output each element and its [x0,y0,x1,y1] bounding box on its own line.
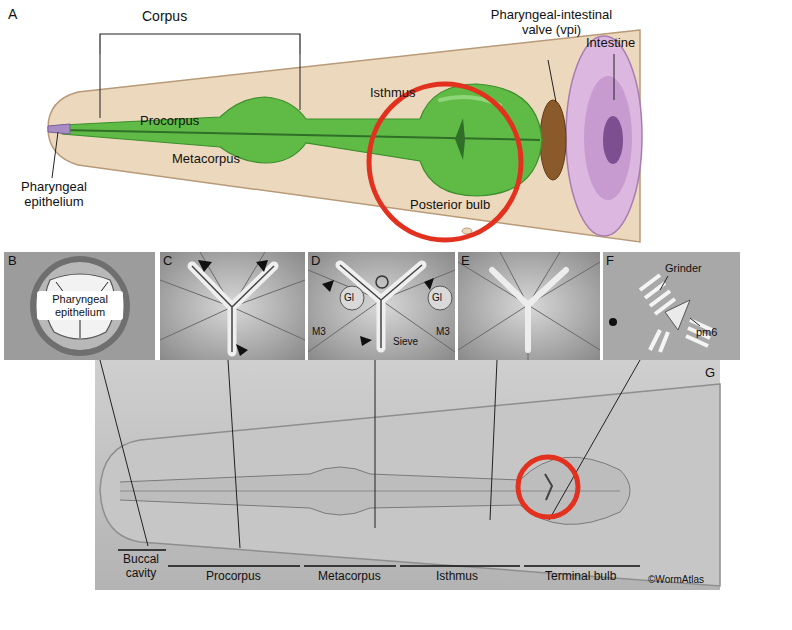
lumen-edge [192,266,274,352]
panel-letter: B [8,254,17,269]
micrograph-frame [4,252,155,360]
lumen [492,270,566,350]
radial-texture [458,252,600,360]
grinder-plates [640,275,712,352]
part-label: Corpus [142,8,187,24]
leader-line [100,54,101,118]
dic-micrograph [95,360,720,590]
part-label: Pharyngeal-intestinal valve (vpi) [484,8,619,38]
section-label: Isthmus [436,570,478,584]
worm-illustration [48,30,642,242]
leader-line [614,54,615,100]
part-label: Metacorpus [172,152,240,167]
lumen [340,265,422,348]
micrograph-b [4,252,155,360]
worm-body [48,30,640,242]
intestine-lumen [603,116,623,164]
copyright-label: ©WormAtlas [648,574,704,586]
micrograph-e [458,252,600,360]
lumen [120,491,620,492]
part-label: Gl [432,292,442,304]
part-label: Gl [344,292,354,304]
micrograph-frame [458,252,600,360]
part-label: Intestine [586,36,635,51]
valve [540,100,566,180]
section-label: Terminal bulb [545,570,616,584]
micrograph-frame [603,252,740,360]
micrograph-f [603,252,740,360]
nucleus [376,276,388,288]
leader-line [660,276,700,326]
grinder [545,474,552,500]
leader-line [52,132,58,178]
lumen [192,266,274,352]
panel-letter: F [606,254,614,269]
buccal-cavity [48,124,70,134]
part-label: M3 [312,326,326,338]
part-label: Isthmus [370,86,416,101]
micrograph-frame [160,252,305,360]
label-box: Pharyngeal epithelium [37,291,123,320]
part-label: Pharyngeal epithelium [6,180,102,210]
leader-line [300,54,301,110]
micrograph-c [160,252,305,360]
box-text: Pharyngeal epithelium [41,293,119,318]
bracket [100,34,300,54]
panel-letter: E [461,254,470,269]
grinder [455,118,465,160]
part-label: Grinder [665,262,702,275]
grinder-center [665,300,690,330]
micrograph-frame [95,360,720,590]
pharynx [62,84,542,196]
section-bar [118,550,640,566]
section-label: Metacorpus [318,570,381,584]
highlight-circle [369,84,521,240]
section-label: Procorpus [206,570,261,584]
pharynx-lumen [62,130,540,140]
worm-body [100,384,720,586]
dark-spot [609,318,617,326]
panel-letter: C [163,254,172,269]
pharynx-wall [36,262,124,350]
micrograph-frame [308,252,455,360]
arrowhead [322,278,434,346]
micrograph-d [308,252,455,360]
section-label: Buccal cavity [112,553,170,581]
part-label: M3 [436,326,450,338]
arrowhead [198,260,268,356]
highlight-circle [518,457,578,517]
leader-line [548,60,556,102]
part-label: Posterior bulb [410,198,490,213]
part-label: Procorpus [140,114,199,129]
gland [340,286,364,310]
part-label: pm6 [696,326,717,339]
lumen-edge [340,265,422,348]
intestine [566,36,642,236]
panel-letter: D [311,254,320,269]
intestine-inner [584,76,632,200]
part-label: Sieve [393,336,418,348]
panel-letter: G [705,366,715,381]
panel-letter: A [8,6,17,22]
pharynx-wall [30,256,130,356]
leader-line [100,360,640,548]
gland [428,286,452,310]
